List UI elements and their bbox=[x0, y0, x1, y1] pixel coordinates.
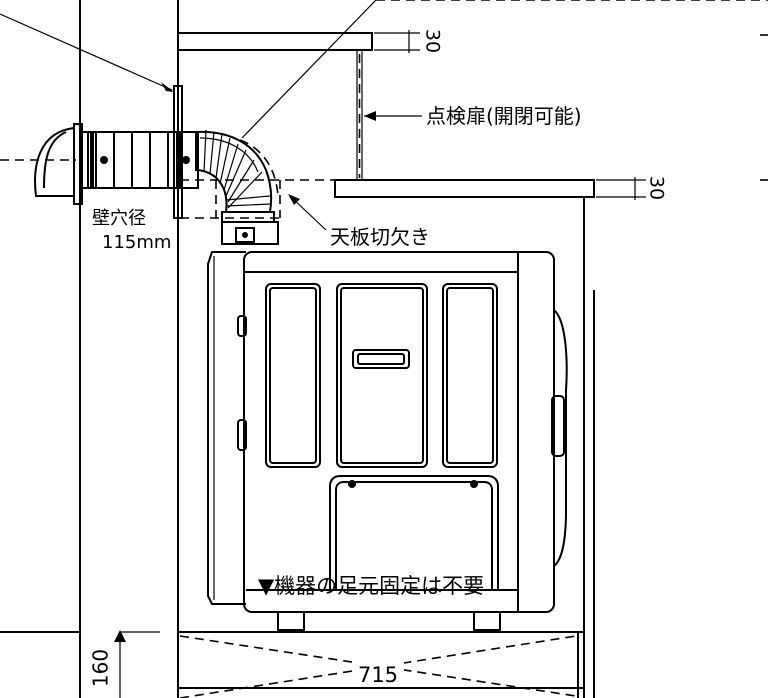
inspection-door-leader bbox=[364, 111, 422, 121]
diagonal-leader-line bbox=[241, 0, 377, 139]
top-board-cutout-label: 天板切欠き bbox=[330, 225, 430, 249]
foot-fixing-note: ▼機器の足元固定は不要 bbox=[258, 574, 484, 598]
top-board-thickness-label: 30 bbox=[646, 176, 668, 200]
wall bbox=[0, 0, 179, 698]
cutout-dashed-outline bbox=[180, 180, 281, 219]
inspection-door-label: 点検扉(開閉可能) bbox=[426, 104, 582, 128]
cutout-leader bbox=[288, 194, 327, 231]
exhaust-duct bbox=[34, 85, 279, 245]
upper-shelf-dimension: 30 bbox=[374, 29, 444, 53]
dryer-body bbox=[207, 251, 568, 631]
upper-shelf bbox=[177, 32, 373, 51]
wall-hole-size-label: 115mm bbox=[102, 232, 171, 253]
stand-height-label: 160 bbox=[89, 649, 113, 687]
top-board bbox=[334, 179, 595, 198]
wall-hole-label: 壁穴径 bbox=[92, 208, 146, 229]
stand-width-label: 715 bbox=[358, 663, 398, 687]
wall-hole-label-background bbox=[88, 206, 166, 254]
cabinet-side-panels bbox=[583, 197, 595, 698]
inspection-door bbox=[356, 50, 363, 180]
upper-shelf-thickness-label: 30 bbox=[422, 29, 444, 53]
stand-width-label-background bbox=[352, 660, 404, 686]
leader-line-upper-left bbox=[0, 13, 174, 92]
stand-height-dimension bbox=[114, 630, 160, 698]
top-board-dimension: 30 bbox=[596, 176, 668, 200]
